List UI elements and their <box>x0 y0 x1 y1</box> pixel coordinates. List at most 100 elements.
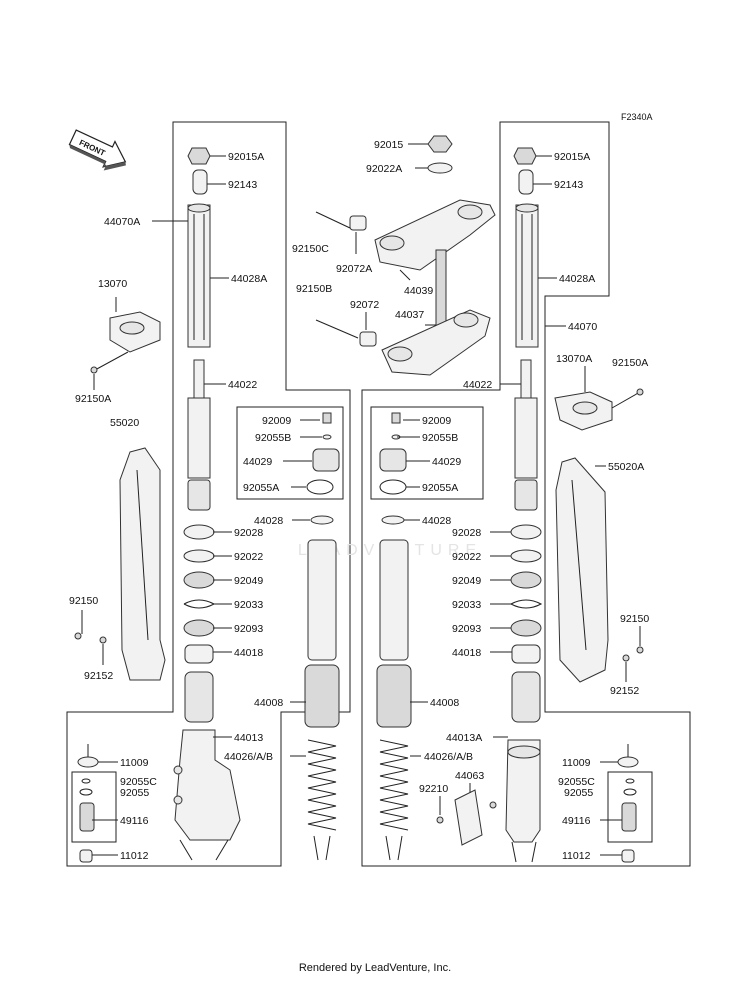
label-92072A: 92072A <box>336 263 372 275</box>
collar-92143-left <box>192 169 208 195</box>
label-44008-right: 44008 <box>430 697 459 709</box>
ring-92022-right <box>510 549 542 563</box>
seal-92093-right <box>510 619 542 637</box>
right-fork-parts <box>370 147 653 863</box>
label-92015A: 92015A <box>228 151 264 163</box>
o-ring-92055A-left <box>306 479 334 495</box>
label-44039: 44039 <box>404 285 433 297</box>
label-92150: 92150 <box>69 595 98 607</box>
cylinder-right <box>514 397 538 479</box>
bushing-44018-left <box>184 644 214 664</box>
cap-bolt-92015A-right <box>513 147 537 165</box>
box-44029-left <box>236 406 344 500</box>
steering-clamps <box>315 135 496 376</box>
label-11009: 11009 <box>120 757 149 769</box>
center-labels: 92015 92022A 92150C 92072A 44039 92150B … <box>292 139 433 321</box>
cap-bolt-92015A-left <box>187 147 211 165</box>
guard-44063 <box>454 789 483 846</box>
spring-44026-left <box>307 739 337 831</box>
plug-11009-right <box>617 756 639 768</box>
label-44070A: 44070A <box>104 216 140 228</box>
label-92055A: 92055A <box>243 482 279 494</box>
collar-92143-right <box>518 169 534 195</box>
right-fork-outline <box>361 121 691 867</box>
left-fork-outline <box>66 121 351 867</box>
outer-tube-44013-left <box>174 729 241 841</box>
label-44026AB: 44026/A/B <box>224 751 273 763</box>
label-11012: 11012 <box>120 850 149 862</box>
label-92152-right: 92152 <box>610 685 639 697</box>
label-55020: 55020 <box>110 417 139 429</box>
bushing-44018-right <box>511 644 541 664</box>
label-44063: 44063 <box>455 770 484 782</box>
label-92049: 92049 <box>234 575 263 587</box>
label-92049-right: 92049 <box>452 575 481 587</box>
label-44028: 44028 <box>254 515 283 527</box>
label-44013A: 44013A <box>446 732 482 744</box>
footer-credit: Rendered by LeadVenture, Inc. <box>298 962 452 974</box>
label-44028A-right: 44028A <box>559 273 595 285</box>
rod-44022-left <box>193 359 205 399</box>
label-44028A: 44028A <box>231 273 267 285</box>
cartridge-44008-left <box>307 539 337 661</box>
valve-49116-right <box>621 802 637 832</box>
label-92150C: 92150C <box>292 243 329 255</box>
label-49116-right: 49116 <box>562 815 591 827</box>
outer-tube-44013A-right <box>505 739 541 843</box>
o-ring-92055A-right <box>379 479 407 495</box>
seal-92093-left <box>183 619 215 637</box>
inner-tube-44028A-left <box>187 204 211 348</box>
left-fork-parts <box>71 147 344 863</box>
ring-92022-left <box>183 549 215 563</box>
label-44013: 44013 <box>234 732 263 744</box>
washer-92028-left <box>183 524 215 540</box>
label-92009: 92009 <box>262 415 291 427</box>
label-92028: 92028 <box>234 527 263 539</box>
label-44022: 44022 <box>228 379 257 391</box>
label-55020A: 55020A <box>608 461 644 473</box>
label-92022-right: 92022 <box>452 551 481 563</box>
label-92143-right: 92143 <box>554 179 583 191</box>
washer-92028-right <box>510 524 542 540</box>
label-92093: 92093 <box>234 623 263 635</box>
left-fork-labels: 92015A 92143 44070A 44028A 13070 92150A … <box>69 151 291 862</box>
label-44028-right: 44028 <box>422 515 451 527</box>
label-92055C-right: 92055C <box>558 776 595 788</box>
label-92015: 92015 <box>374 139 403 151</box>
bushing-stack-left <box>184 671 214 723</box>
spring-44026-right <box>379 739 409 831</box>
label-44026AB-right: 44026/A/B <box>424 751 473 763</box>
label-92055A-right: 92055A <box>422 482 458 494</box>
label-92022A: 92022A <box>366 163 402 175</box>
guard-55020 <box>119 447 166 681</box>
label-44070-right: 44070 <box>568 321 597 333</box>
clip-92033-right <box>510 599 543 609</box>
nut-92015 <box>427 135 453 153</box>
label-92150A-right: 92150A <box>612 357 648 369</box>
valve-44029-right <box>379 448 407 472</box>
box-44029-right <box>370 406 484 500</box>
label-92055B-right: 92055B <box>422 432 458 444</box>
label-44008: 44008 <box>254 697 283 709</box>
label-92150-right: 92150 <box>620 613 649 625</box>
label-92072: 92072 <box>350 299 379 311</box>
figure-id: F2340A <box>621 112 653 122</box>
label-11009-right: 11009 <box>562 757 591 769</box>
seal-92049-right <box>510 571 542 589</box>
valve-49116-left <box>79 802 95 832</box>
label-92055C: 92055C <box>120 776 157 788</box>
rod-44022-right <box>520 359 532 399</box>
label-92009-right: 92009 <box>422 415 451 427</box>
washer-44028-left <box>310 515 334 525</box>
label-92210: 92210 <box>419 783 448 795</box>
label-13070: 13070 <box>98 278 127 290</box>
label-44037: 44037 <box>395 309 424 321</box>
cartridge-44008-right <box>379 539 409 661</box>
bushing-stack-right <box>511 671 541 723</box>
label-11012-right: 11012 <box>562 850 591 862</box>
label-44022-right: 44022 <box>463 379 492 391</box>
label-92033: 92033 <box>234 599 263 611</box>
holder-92072 <box>359 331 377 347</box>
cylinder-left <box>187 397 211 479</box>
